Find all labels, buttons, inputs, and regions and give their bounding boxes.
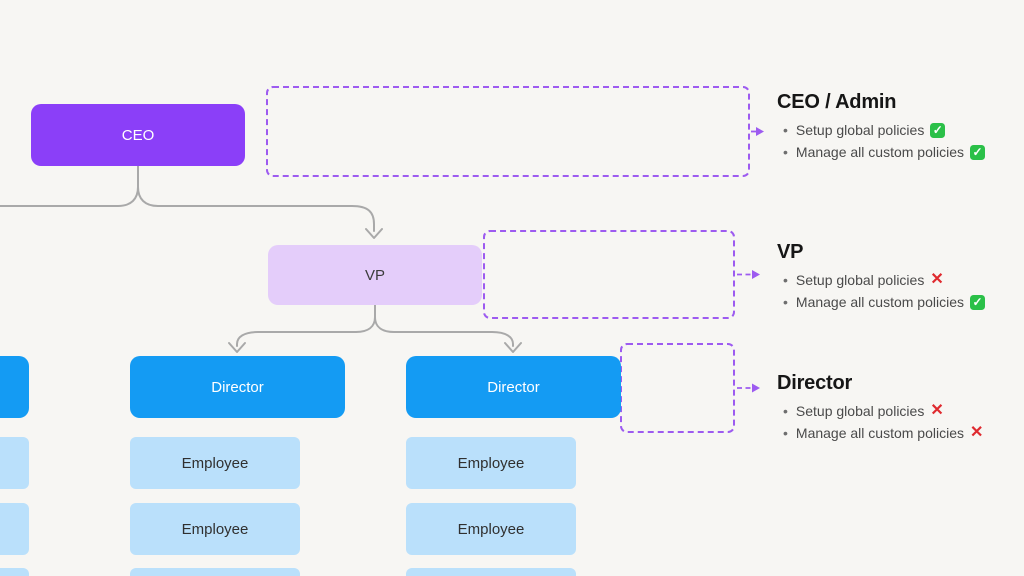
policy-item: Manage all custom policies: [777, 141, 1023, 163]
org-node-director-1: Director: [130, 356, 345, 418]
org-node-employee: Employee: [406, 503, 576, 555]
policy-item: Manage all custom policies: [777, 422, 1023, 444]
org-node-ceo: CEO: [31, 104, 245, 166]
policy-text: Setup global policies: [795, 403, 925, 419]
vp-children-connector: [236, 304, 514, 347]
org-node-employee: Employee: [130, 437, 300, 489]
policy-item: Manage all custom policies: [777, 291, 1023, 313]
annotation-role-title: CEO / Admin: [777, 91, 897, 113]
policy-item: Setup global policies: [777, 400, 1023, 422]
annotation-vp: VP Setup global policies Manage all cust…: [777, 240, 1023, 313]
check-icon: [930, 122, 946, 138]
annotation-role-title: VP: [777, 241, 804, 263]
vp-annotation-frame: [483, 230, 735, 319]
arrowhead-to-vp: [365, 228, 383, 239]
cross-icon: [930, 400, 943, 422]
annotation-director: Director Setup global policies Manage al…: [777, 371, 1023, 444]
org-node-employee: Employee: [0, 437, 29, 489]
policy-text: Setup global policies: [795, 272, 925, 288]
policy-text: Manage all custom policies: [795, 294, 964, 310]
annotation-role-title: Director: [777, 372, 853, 394]
policy-item: Setup global policies: [777, 119, 1023, 141]
org-node-employee: Employee: [406, 568, 576, 576]
org-node-employee: Employee: [130, 503, 300, 555]
ceo-annotation-frame: [266, 86, 750, 177]
annotation-ceo-admin: CEO / Admin Setup global policies Manage…: [777, 90, 1023, 163]
org-node-employee: Employee: [0, 568, 29, 576]
check-icon: [970, 294, 985, 310]
director-annotation-arrowhead: [752, 383, 760, 393]
policy-text: Setup global policies: [795, 122, 925, 138]
arrowhead-to-director-left: [228, 342, 246, 353]
org-node-vp: VP: [268, 245, 482, 305]
arrowhead-to-director-right: [504, 342, 522, 353]
check-icon: [970, 144, 985, 160]
vp-annotation-arrowhead: [752, 270, 760, 279]
policy-list: Setup global policies Manage all custom …: [777, 400, 1023, 444]
policy-list: Setup global policies Manage all custom …: [777, 119, 1023, 163]
cross-icon: [970, 422, 983, 444]
cross-icon: [930, 269, 943, 291]
org-node-director-2: Director: [406, 356, 621, 418]
director-annotation-frame: [620, 343, 735, 433]
policy-text: Manage all custom policies: [795, 425, 964, 441]
org-node-employee: Employee: [0, 503, 29, 555]
policy-list: Setup global policies Manage all custom …: [777, 269, 1023, 313]
org-node-employee: Employee: [406, 437, 576, 489]
policy-text: Manage all custom policies: [795, 144, 964, 160]
policy-item: Setup global policies: [777, 269, 1023, 291]
ceo-annotation-arrowhead: [756, 127, 764, 136]
org-node-employee: Employee: [130, 568, 300, 576]
org-node-director-offscreen: Director: [0, 356, 29, 418]
